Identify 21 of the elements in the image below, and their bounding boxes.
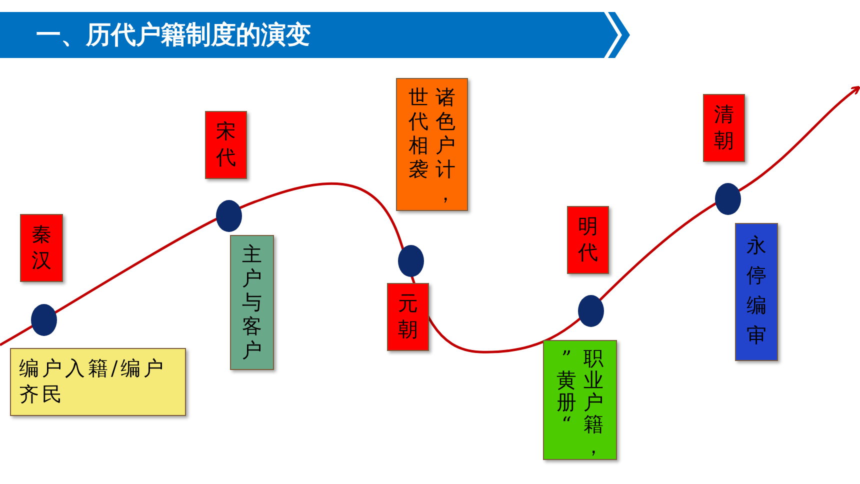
label-card bbox=[20, 214, 63, 282]
label-card bbox=[205, 111, 247, 179]
card-text: 秦汉 bbox=[32, 221, 52, 273]
label-card bbox=[703, 94, 745, 162]
label-card bbox=[567, 206, 609, 274]
card-text: 清朝 bbox=[714, 101, 734, 153]
card-text: 宋代 bbox=[216, 118, 236, 170]
label-card bbox=[543, 340, 617, 460]
card-text: 诸色户计，世代相袭 bbox=[408, 85, 456, 205]
title: 一、历代户籍制度的演变 bbox=[36, 19, 311, 51]
card-text: 明代 bbox=[578, 213, 598, 265]
card-text: 元朝 bbox=[398, 290, 418, 342]
card-text: 主户与客户 bbox=[242, 242, 262, 362]
card-text: 编户入籍/编户齐民 bbox=[19, 355, 168, 407]
label-card bbox=[735, 223, 778, 361]
label-card bbox=[230, 235, 274, 370]
text-card bbox=[10, 348, 186, 416]
label-card bbox=[396, 78, 468, 211]
card-text: 职业户籍，”黄册“ bbox=[556, 347, 604, 457]
label-card bbox=[387, 283, 429, 351]
card-text: 永停编审 bbox=[746, 232, 766, 349]
